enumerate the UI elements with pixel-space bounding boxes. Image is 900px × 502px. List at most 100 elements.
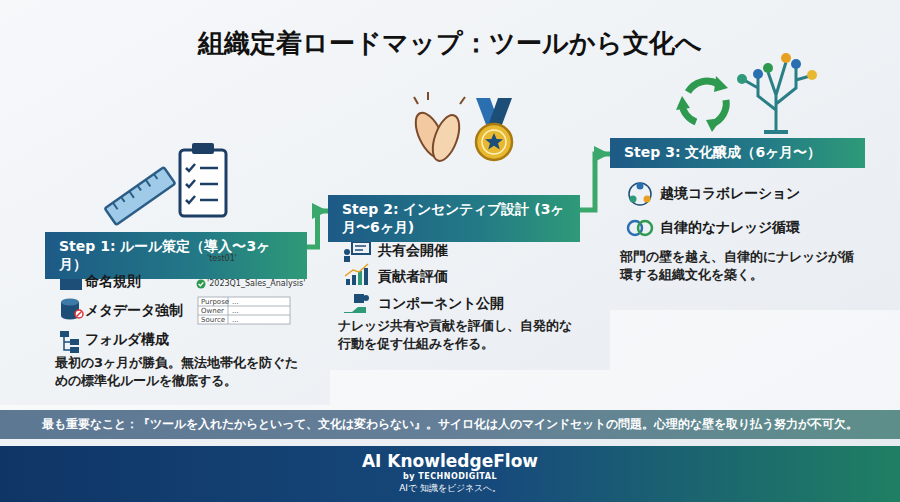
key-message-band: 最も重要なこと：『ツールを入れたからといって、文化は変わらない』。サイロ化は人の… — [0, 410, 900, 439]
tree-nodes-part — [753, 69, 763, 79]
collaboration-icon — [629, 183, 651, 206]
network-tree — [744, 62, 810, 132]
item-label: メタデータ強制 — [85, 301, 183, 319]
medal-icon-part — [476, 124, 512, 160]
ruler-icon-part — [146, 180, 151, 187]
step-heading: Step 1: ルール策定（導入〜3ヶ月） — [45, 232, 307, 279]
clipboard-icon-part — [186, 196, 195, 203]
bar-chart-icon — [345, 264, 368, 285]
tree-nodes-part — [763, 63, 773, 73]
folder-tree-icon-part — [70, 339, 79, 345]
medal-icon-part — [485, 133, 503, 150]
stair-connector — [307, 211, 328, 247]
table-cell: Source — [201, 316, 225, 325]
clapping-hands-part — [427, 112, 464, 165]
medal-icon — [476, 98, 512, 160]
clapping-hands — [410, 92, 465, 164]
bar-chart-icon-part — [346, 279, 350, 285]
bar-chart-icon-part — [345, 264, 368, 276]
metadata-table-part — [198, 297, 290, 324]
tree-nodes — [737, 53, 817, 134]
good-example: '2023Q1_Sales_Analysis' — [207, 278, 305, 289]
step-description: 最初の3ヶ月が勝負。無法地帯化を防ぐための標準化ルールを徹底する。 — [45, 354, 307, 390]
clipboard-icon-part — [200, 183, 218, 186]
table-cell: ... — [232, 298, 239, 307]
item-label: コンポーネント公開 — [378, 294, 504, 312]
presentation-icon-part — [344, 249, 350, 255]
table-cell: Purpose — [201, 298, 229, 307]
step-heading: Step 3: 文化醸成（6ヶ月〜） — [610, 138, 865, 168]
clipboard-icon-part — [200, 199, 218, 202]
recycle-icon-part — [688, 81, 718, 92]
step-description: 部門の壁を越え、自律的にナレッジが循環する組織文化を築く。 — [610, 248, 865, 284]
stair-connector — [580, 154, 610, 210]
recycle-arrowheads-part — [676, 96, 690, 110]
item-label: 共有会開催 — [378, 241, 448, 259]
check-symbol-part — [197, 280, 206, 289]
ruler-icon-part — [138, 186, 141, 191]
step-description: ナレッジ共有や貢献を評価し、自発的な行動を促す仕組みを作る。 — [328, 317, 580, 353]
stair-ground — [0, 310, 900, 410]
network-tree-part — [744, 62, 810, 132]
step-heading: Step 2: インセンティブ設計 (3ヶ月〜6ヶ月) — [328, 195, 580, 242]
clipboard-icon-part — [186, 180, 195, 187]
tree-nodes-part — [737, 74, 747, 84]
tagline: AIで 知識をビジネスへ。 — [0, 482, 900, 495]
check-symbol-part — [199, 282, 204, 285]
ruler-icon-part — [121, 197, 124, 202]
clipboard-icon-part — [200, 167, 218, 170]
folder-tree-icon-part — [70, 347, 79, 353]
database-icon-part — [61, 299, 79, 306]
footer-band: AI KnowledgeFlowby TECHNODIGITALAIで 知識をビ… — [0, 446, 900, 502]
clapping-hands-part — [427, 92, 429, 100]
ruler-icon — [105, 167, 175, 225]
bar-chart-icon-part — [358, 271, 362, 285]
item-label: フォルダ構成 — [85, 330, 169, 348]
metadata-table — [198, 297, 290, 324]
component-icon — [344, 294, 369, 313]
tree-nodes-part — [764, 130, 788, 134]
ruler-icon-part — [105, 167, 175, 225]
ruler-icon-part — [129, 191, 134, 198]
medal-icon-part — [482, 130, 506, 154]
folder-tree-icon-part — [60, 331, 69, 337]
presentation-icon-part — [352, 242, 370, 254]
component-icon-part — [344, 307, 366, 313]
collaboration-icon-part — [637, 183, 644, 190]
item-label: 越境コラボレーション — [660, 184, 800, 202]
table-cell: ... — [232, 307, 239, 316]
cycle-icon — [628, 221, 652, 235]
step-box: Step 2: インセンティブ設計 (3ヶ月〜6ヶ月) ナレッジ共有や貢献を評価し… — [328, 195, 580, 353]
check-symbol — [197, 280, 206, 289]
clipboard-icon-part — [180, 150, 226, 216]
clapping-hands-part — [460, 97, 465, 104]
bar-chart-icon-part — [352, 275, 356, 285]
item-label: 命名規則 — [85, 272, 141, 290]
database-icon-part — [75, 310, 83, 318]
bad-example: 'test01' — [207, 253, 237, 264]
cycle-icon-part — [638, 221, 652, 235]
clipboard-icon — [180, 143, 226, 216]
diagram-title: 組織定着ロードマップ：ツールから文化へ — [0, 26, 900, 61]
table-cell: Owner — [201, 307, 224, 316]
recycle-arrowheads-part — [706, 118, 722, 132]
clapping-hands-part — [414, 97, 418, 104]
collaboration-icon-part — [630, 196, 637, 203]
collaboration-icon-part — [644, 196, 651, 203]
bar-chart-icon-part — [364, 268, 368, 285]
database-icon — [61, 299, 83, 320]
step-box: Step 1: ルール策定（導入〜3ヶ月） 最初の3ヶ月が勝負。無法地帯化を防ぐた… — [45, 232, 307, 390]
tree-nodes-part — [807, 70, 817, 80]
component-icon-part — [363, 295, 369, 301]
presentation-icon-part — [344, 256, 350, 262]
brand-owner: by TECHNODIGITAL — [0, 472, 900, 482]
brand-name: AI KnowledgeFlow — [0, 446, 900, 472]
folder-tree-icon — [60, 331, 79, 353]
collaboration-icon-part — [629, 183, 651, 205]
clipboard-icon-part — [192, 143, 214, 154]
database-icon-part — [77, 312, 82, 317]
ruler-icon-part — [154, 174, 157, 179]
ruler-icon-part — [113, 203, 118, 210]
presentation-icon — [344, 242, 370, 262]
tree-nodes-part — [791, 59, 801, 69]
